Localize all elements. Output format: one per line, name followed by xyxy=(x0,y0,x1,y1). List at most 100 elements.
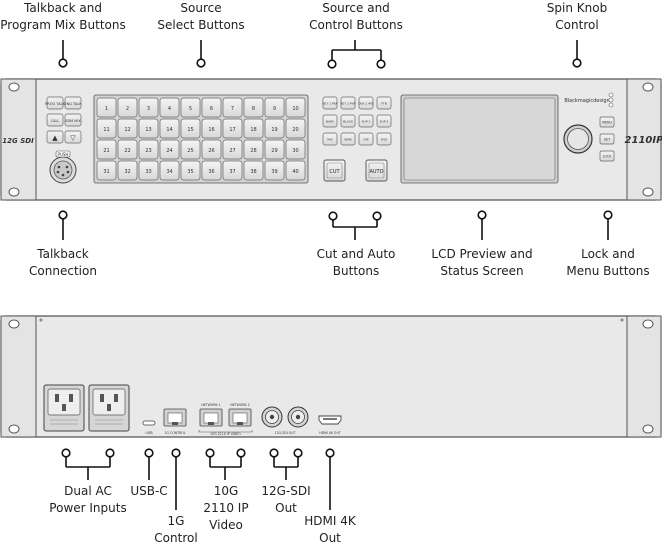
control-button[interactable] xyxy=(358,132,374,146)
control-button[interactable] xyxy=(358,114,374,128)
source-button[interactable] xyxy=(264,139,285,160)
screw xyxy=(620,318,624,322)
ac-power-input-1[interactable] xyxy=(43,384,85,432)
cut-auto-label: Cut and Auto Buttons xyxy=(317,246,396,280)
source-button[interactable] xyxy=(201,118,222,139)
one-g-control-label: 1G Control xyxy=(154,513,197,547)
ethernet-1g-port[interactable] xyxy=(163,408,187,427)
source-button[interactable] xyxy=(159,97,180,118)
control-button[interactable] xyxy=(340,132,356,146)
source-button-label: 13 xyxy=(145,127,151,133)
source-button[interactable] xyxy=(180,118,201,139)
source-button[interactable] xyxy=(264,97,285,118)
down-arrow-button[interactable] xyxy=(64,130,82,144)
source-button[interactable] xyxy=(243,160,264,181)
source-button[interactable] xyxy=(201,97,222,118)
source-button[interactable] xyxy=(285,139,306,160)
source-button-label: 3 xyxy=(147,106,150,112)
source-button[interactable] xyxy=(180,97,201,118)
source-button[interactable] xyxy=(285,97,306,118)
control-button[interactable] xyxy=(376,132,392,146)
control-button[interactable] xyxy=(322,132,338,146)
control-button[interactable] xyxy=(376,114,392,128)
source-button-label: 28 xyxy=(250,148,256,154)
source-button[interactable] xyxy=(180,139,201,160)
source-button[interactable] xyxy=(285,118,306,139)
label-line: LCD Preview and xyxy=(431,247,533,261)
control-button[interactable] xyxy=(340,114,356,128)
source-button[interactable] xyxy=(264,160,285,181)
source-button[interactable] xyxy=(96,160,117,181)
up-arrow-button[interactable] xyxy=(46,130,64,144)
network-10g-port-1[interactable] xyxy=(199,408,223,427)
source-button[interactable] xyxy=(117,97,138,118)
source-button[interactable] xyxy=(201,139,222,160)
control-button[interactable] xyxy=(376,96,392,110)
source-button[interactable] xyxy=(96,139,117,160)
control-button[interactable] xyxy=(322,114,338,128)
source-button[interactable] xyxy=(222,97,243,118)
set-button[interactable] xyxy=(599,133,615,145)
source-button-label: 35 xyxy=(187,169,193,175)
source-button[interactable] xyxy=(117,160,138,181)
label-line: Out xyxy=(275,501,297,515)
source-button[interactable] xyxy=(243,97,264,118)
control-button[interactable] xyxy=(322,96,338,110)
label-line: Lock and xyxy=(581,247,635,261)
prog-talk-label: PROG TALK xyxy=(45,102,65,106)
source-button[interactable] xyxy=(222,139,243,160)
left-badge: 12G SDI xyxy=(2,137,34,145)
sdi-out-connector-2[interactable] xyxy=(287,406,309,428)
source-button[interactable] xyxy=(243,118,264,139)
prog-talk-button[interactable] xyxy=(46,96,64,110)
source-control-label: Source and Control Buttons xyxy=(309,0,403,34)
source-button[interactable] xyxy=(138,118,159,139)
talkback-button-group: PROG TALK ENG TALK CALL SDM MIX ▲ ▽ xyxy=(45,96,82,144)
source-button-label: 26 xyxy=(208,148,214,154)
source-button[interactable] xyxy=(222,160,243,181)
source-button[interactable] xyxy=(285,160,306,181)
source-button[interactable] xyxy=(159,118,180,139)
menu-button[interactable] xyxy=(599,116,615,128)
call-button[interactable] xyxy=(46,113,64,127)
source-button[interactable] xyxy=(96,118,117,139)
usb-c-port[interactable] xyxy=(142,420,156,426)
callout-lines xyxy=(58,40,613,510)
label-line: Select Buttons xyxy=(157,18,245,32)
status-led xyxy=(608,102,614,108)
source-button[interactable] xyxy=(180,160,201,181)
label-line: Connection xyxy=(29,264,97,278)
source-button[interactable] xyxy=(117,118,138,139)
hdmi-out-port[interactable] xyxy=(318,415,342,425)
control-button[interactable] xyxy=(340,96,356,110)
spin-knob[interactable] xyxy=(563,124,593,154)
source-button[interactable] xyxy=(264,118,285,139)
label-line: Out xyxy=(319,531,341,545)
source-button-label: 18 xyxy=(250,127,256,133)
lock-button[interactable] xyxy=(599,150,615,162)
source-button[interactable] xyxy=(117,139,138,160)
status-led xyxy=(608,92,614,98)
control-button[interactable] xyxy=(358,96,374,110)
xlr-connector[interactable]: PUSH xyxy=(49,150,77,184)
source-button[interactable] xyxy=(138,160,159,181)
source-button-label: 36 xyxy=(208,169,214,175)
source-button[interactable] xyxy=(138,139,159,160)
ac-power-input-2[interactable] xyxy=(88,384,130,432)
source-button[interactable] xyxy=(138,97,159,118)
lock-label: LOCK xyxy=(603,155,613,159)
source-button[interactable] xyxy=(159,160,180,181)
auto-button[interactable] xyxy=(365,159,388,182)
sdm-mix-button[interactable] xyxy=(64,113,82,127)
source-button[interactable] xyxy=(201,160,222,181)
source-button[interactable] xyxy=(243,139,264,160)
network-group-bracket xyxy=(198,430,253,433)
source-button-label: 2 xyxy=(126,106,129,112)
source-button[interactable] xyxy=(96,97,117,118)
network-10g-port-2[interactable] xyxy=(228,408,252,427)
source-button[interactable] xyxy=(222,118,243,139)
cut-button[interactable] xyxy=(323,159,346,182)
source-button[interactable] xyxy=(159,139,180,160)
sdi-out-connector-1[interactable] xyxy=(261,406,283,428)
eng-talk-button[interactable] xyxy=(64,96,82,110)
